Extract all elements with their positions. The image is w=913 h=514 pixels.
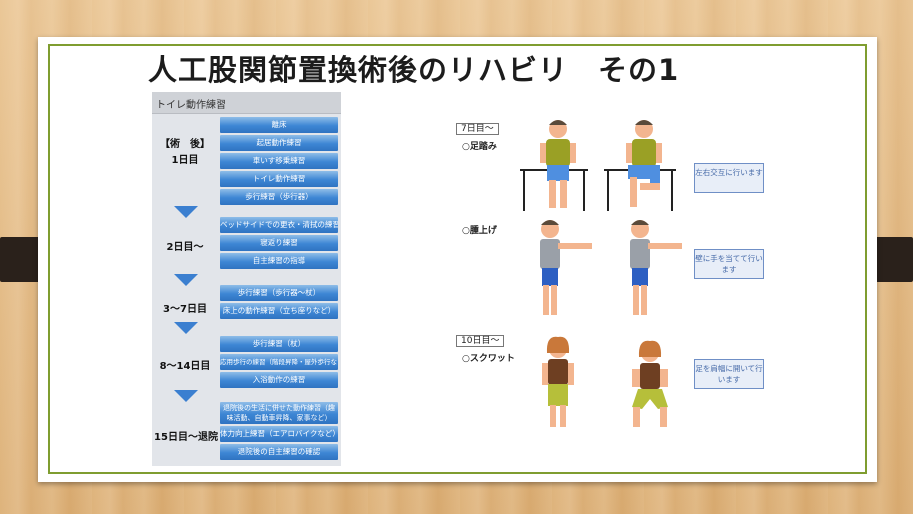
- slide-frame: [48, 44, 867, 474]
- step-item: 車いす移乗練習: [220, 153, 338, 169]
- stage-label: 【術 後】 1日目: [160, 137, 210, 169]
- exercise-figures: [520, 120, 682, 427]
- down-arrow-icon: [174, 390, 198, 402]
- step-item: 起居動作練習: [220, 135, 338, 151]
- down-arrow-icon: [174, 274, 198, 286]
- stage-label: 3〜7日目: [163, 304, 207, 315]
- step-item: 退院後の生活に併せた動作練習（趣味活動、自動車昇降、家事など）: [220, 402, 338, 424]
- step-item: 退院後の自主練習の確認: [220, 444, 338, 460]
- stage-label: 8〜14日目: [159, 361, 211, 372]
- step-item: 寝返り練習: [220, 235, 338, 251]
- schedule-header: トイレ動作練習: [152, 92, 341, 114]
- step-item: ベッドサイドでの更衣・清拭の練習: [220, 217, 338, 233]
- exercise-note: 左右交互に行います: [694, 163, 764, 193]
- step-item: トイレ動作練習: [220, 171, 338, 187]
- step-item: 歩行練習（歩行器）: [220, 189, 338, 205]
- down-arrow-icon: [174, 206, 198, 218]
- step-item: 自主練習の指導: [220, 253, 338, 269]
- stage-label: 15日目〜退院: [154, 432, 218, 443]
- exercise-note: 壁に手を当てて行います: [694, 249, 764, 279]
- step-item: 歩行練習（杖）: [220, 336, 338, 352]
- step-item: 床上の動作練習（立ち座りなど）: [220, 303, 338, 319]
- stage-label: 2日目〜: [166, 242, 204, 253]
- day-badge: 7日目〜: [456, 123, 499, 135]
- exercise-illustration: 7日目〜 ○足踏み 左右交互に行います ○腫上げ 壁に手を当てて行います 10日…: [432, 103, 771, 440]
- exercise-name: ○スクワット: [462, 354, 515, 364]
- down-arrow-icon: [174, 322, 198, 334]
- step-item: 離床: [220, 117, 338, 133]
- exercise-name: ○腫上げ: [462, 226, 497, 236]
- exercise-note: 足を肩幅に開いて行います: [694, 359, 764, 389]
- slide: 人工股関節置換術後のリハビリ その1 トイレ動作練習 【術 後】 1日目 離床 …: [38, 37, 877, 482]
- step-item: 入浴動作の練習: [220, 372, 338, 388]
- step-item: 応用歩行の練習（階段昇降・屋外歩行など）: [220, 354, 338, 370]
- step-item: 歩行練習（歩行器〜杖）: [220, 285, 338, 301]
- exercise-name: ○足踏み: [462, 142, 497, 152]
- step-item: 体力向上練習（エアロバイクなど）: [220, 426, 338, 442]
- rehab-schedule: トイレ動作練習 【術 後】 1日目 離床 起居動作練習 車いす移乗練習 トイレ動…: [152, 92, 341, 466]
- stage-label-line2: 1日目: [171, 155, 199, 166]
- day-badge: 10日目〜: [456, 335, 505, 347]
- slide-title: 人工股関節置換術後のリハビリ その1: [148, 53, 680, 87]
- stage-label-line1: 【術 後】: [160, 139, 210, 150]
